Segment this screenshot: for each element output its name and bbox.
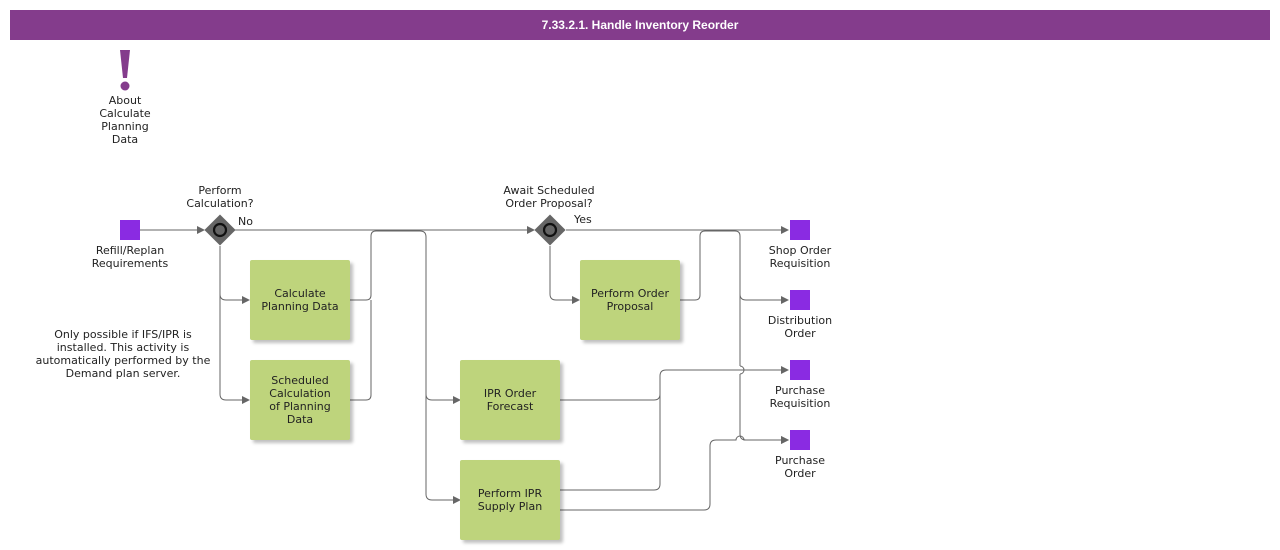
end-event-purchase-requisition[interactable]: [790, 360, 810, 380]
end-event-label-purchase-order: Purchase Order: [775, 454, 825, 480]
annotation-label: About Calculate Planning Data: [99, 94, 151, 146]
gateway-await-proposal: [534, 214, 566, 246]
end-event-purchase-order[interactable]: [790, 430, 810, 450]
gateway2-branch-label: Yes: [574, 213, 592, 226]
connector-scheduled-to-merge: [350, 300, 372, 401]
task-label: Perform Order Proposal: [591, 287, 669, 313]
connector-supply-plan-to-purchase-requisition: [560, 394, 661, 491]
task-label: Calculate Planning Data: [261, 287, 339, 313]
end-event-distribution-order[interactable]: [790, 290, 810, 310]
connector-calculate-to-merge: [350, 230, 420, 301]
task-label: Scheduled Calculation of Planning Data: [269, 374, 331, 426]
connector-forecast-to-purchase-requisition: [560, 366, 789, 401]
gateway1-branch-label: No: [238, 215, 253, 228]
exclamation-icon: [120, 50, 130, 91]
connector-supply-plan-to-purchase-order: [560, 435, 789, 511]
task-scheduled-calculation[interactable]: Scheduled Calculation of Planning Data: [250, 360, 350, 440]
task-ipr-order-forecast[interactable]: IPR Order Forecast: [460, 360, 560, 440]
task-label: IPR Order Forecast: [483, 387, 537, 413]
task-perform-order-proposal[interactable]: Perform Order Proposal: [580, 260, 680, 340]
connector-proposal-out: [680, 230, 741, 366]
task-perform-ipr-supply-plan[interactable]: Perform IPR Supply Plan: [460, 460, 560, 540]
end-event-label-shop-order-requisition: Shop Order Requisition: [768, 244, 832, 270]
end-event-label-purchase-requisition: Purchase Requisition: [769, 384, 831, 410]
gateway-perform-calculation: [204, 214, 236, 246]
note-text: Only possible if IFS/IPR is installed. T…: [35, 328, 211, 380]
start-event-label: Refill/Replan Requirements: [91, 244, 169, 270]
connector-to-distribution-order: [739, 236, 789, 304]
start-event[interactable]: [120, 220, 140, 240]
connector-gateway1-to-calculate: [219, 246, 250, 304]
connector-merge-to-supply-plan: [425, 394, 461, 504]
gateway1-question: Perform Calculation?: [186, 184, 254, 210]
diagram-title: 7.33.2.1. Handle Inventory Reorder: [10, 10, 1270, 40]
end-event-shop-order-requisition[interactable]: [790, 220, 810, 240]
end-event-label-distribution-order: Distribution Order: [767, 314, 833, 340]
connector-gateway1-to-scheduled: [219, 294, 250, 404]
connector-merge-to-forecast: [419, 230, 461, 404]
gateway2-question: Await Scheduled Order Proposal?: [503, 184, 595, 210]
connector-gateway2-to-proposal: [549, 246, 580, 304]
task-label: Perform IPR Supply Plan: [477, 487, 543, 513]
task-calculate-planning-data[interactable]: Calculate Planning Data: [250, 260, 350, 340]
